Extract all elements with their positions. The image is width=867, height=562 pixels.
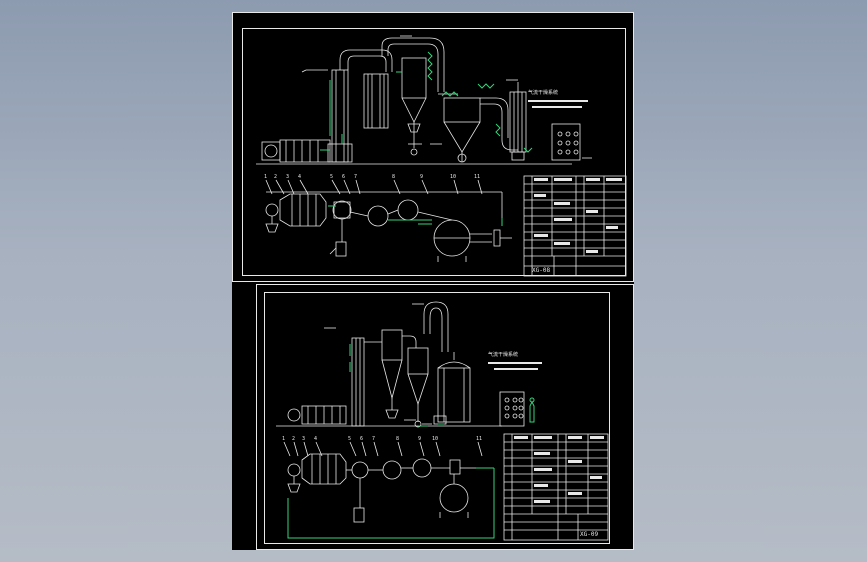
title-block-cell-marks — [514, 178, 622, 503]
part-number: 8 — [396, 436, 399, 442]
part-number: 1 — [264, 174, 267, 180]
lower-plan-view — [283, 441, 483, 523]
cad-drawing: XG-08 XG-09 气流干燥系统 气流干燥系统 1 2 3 4 5 6 7 … — [256, 35, 627, 541]
part-number: 8 — [392, 174, 395, 180]
lower-system-label: 气流干燥系统 — [488, 351, 518, 358]
notes-scribbles — [488, 100, 588, 370]
part-number: 2 — [292, 436, 295, 442]
part-number: 6 — [342, 174, 345, 180]
part-number: 3 — [286, 174, 289, 180]
upper-part-numbers: 1 2 3 4 5 6 7 8 9 10 11 — [264, 174, 480, 180]
part-number: 10 — [432, 436, 438, 442]
part-number: 11 — [476, 436, 482, 442]
upper-plan-view — [265, 179, 512, 262]
upper-pipe-lines — [320, 51, 533, 153]
part-number: 3 — [302, 436, 305, 442]
lower-outer-frame — [256, 284, 634, 550]
part-number: 5 — [330, 174, 333, 180]
lower-part-numbers: 1 2 3 4 5 6 7 8 9 10 11 — [282, 436, 482, 442]
part-number: 9 — [420, 174, 423, 180]
part-number: 1 — [282, 436, 285, 442]
part-number: 4 — [298, 174, 301, 180]
part-number: 6 — [360, 436, 363, 442]
part-number: 4 — [314, 436, 317, 442]
lower-plan-pipe — [287, 467, 495, 539]
part-number: 2 — [274, 174, 277, 180]
upper-inner-frame — [242, 28, 626, 276]
drawing-sheet: XG-08 XG-09 气流干燥系统 气流干燥系统 1 2 3 4 5 6 7 … — [232, 12, 634, 550]
part-number: 9 — [418, 436, 421, 442]
part-number: 11 — [474, 174, 480, 180]
lower-title-block — [503, 433, 609, 541]
lower-equipment-elevation — [276, 301, 525, 428]
part-number: 5 — [348, 436, 351, 442]
lower-inner-frame — [264, 292, 610, 544]
upper-equipment-elevation — [256, 35, 592, 165]
part-number: 7 — [372, 436, 375, 442]
upper-outer-frame — [232, 12, 634, 282]
lower-title-code: XG-09 — [580, 531, 598, 538]
upper-system-label: 气流干燥系统 — [528, 89, 558, 96]
upper-plan-pipe — [328, 205, 503, 226]
upper-title-code: XG-08 — [532, 267, 550, 274]
part-number: 10 — [450, 174, 456, 180]
lower-pipe-lines — [349, 344, 535, 427]
upper-title-block — [523, 175, 627, 277]
part-number: 7 — [354, 174, 357, 180]
